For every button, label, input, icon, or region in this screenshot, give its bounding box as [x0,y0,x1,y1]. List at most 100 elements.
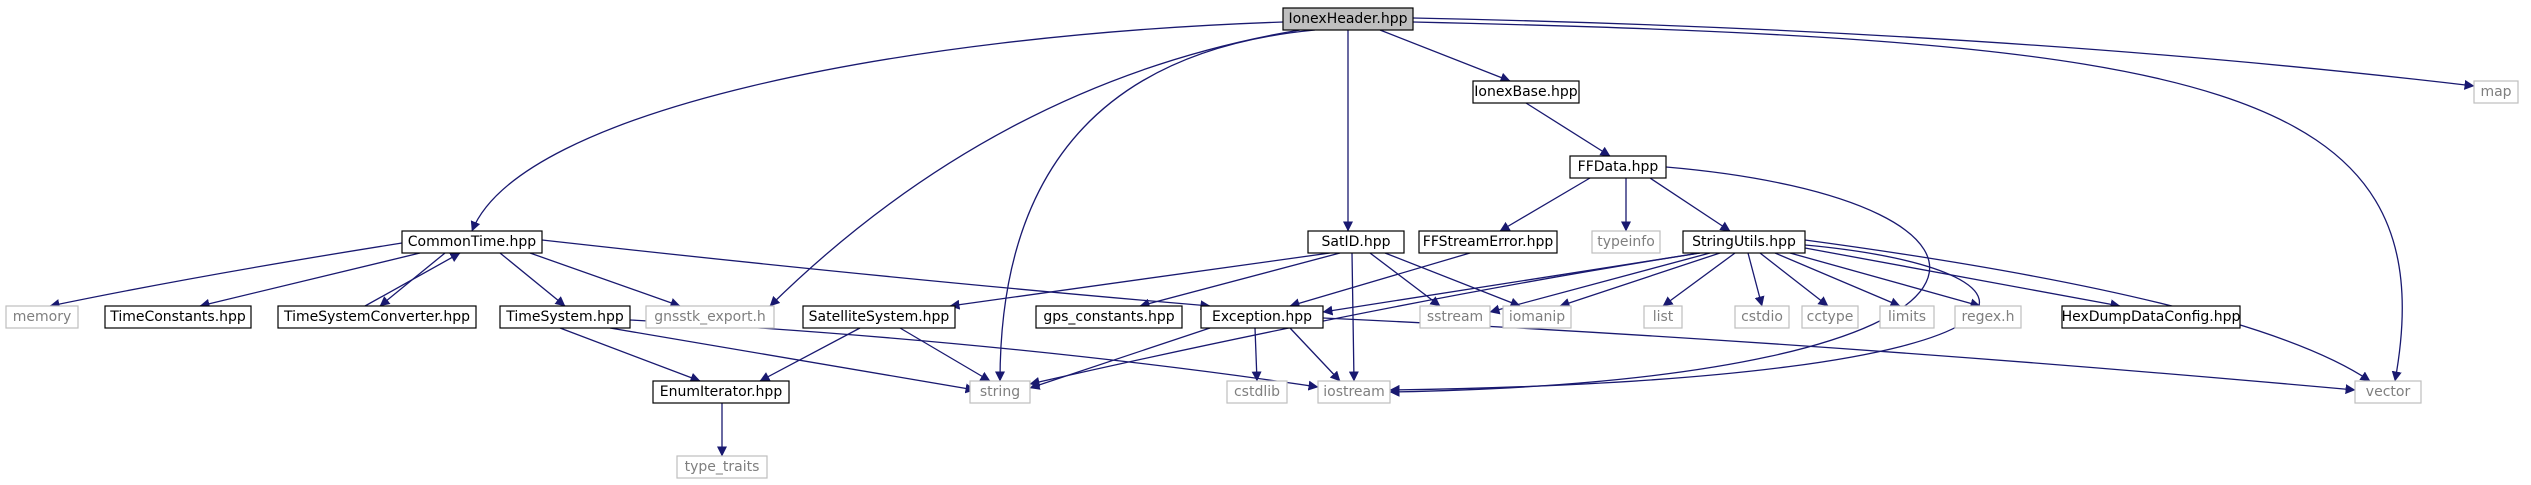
node-label-string: string [980,384,1020,400]
edge-commontime-to-timeconstants [199,252,421,309]
node-label-ionexheader: IonexHeader.hpp [1288,11,1407,27]
node-string: string [969,380,1031,404]
edge-commontime-to-gnsstk_export [529,252,681,308]
edge-stringutils-to-regex [1789,252,1981,309]
node-hexdump[interactable]: HexDumpDataConfig.hpp [2061,305,2241,329]
node-label-timeconstants: TimeConstants.hpp [109,309,246,325]
node-label-typeinfo: typeinfo [1597,234,1655,250]
node-box-iomanip [1502,305,1572,329]
node-gps_constants[interactable]: gps_constants.hpp [1035,305,1183,329]
node-satid[interactable]: SatID.hpp [1307,230,1405,254]
node-box-ionexheader [1282,7,1414,31]
node-box-enumiterator [652,380,790,404]
edge-ionexheader-to-vector [1412,21,2403,382]
node-stringutils[interactable]: StringUtils.hpp [1682,230,1806,254]
edge-stringutils-to-list [1662,252,1736,307]
node-timesystemconverter[interactable]: TimeSystemConverter.hpp [277,305,477,329]
edge-ffdata-to-iostream [1389,166,1931,397]
node-ffdata[interactable]: FFData.hpp [1569,155,1667,179]
node-label-hexdump: HexDumpDataConfig.hpp [2062,309,2241,325]
node-box-satid [1307,230,1405,254]
edge-satid-to-gps_constants [1139,252,1341,309]
edges-layer [49,17,2475,457]
edge-exception-to-string [1029,327,1211,390]
edge-stringutils-to-vector [1804,239,2371,382]
node-type_traits: type_traits [676,455,768,479]
node-label-iomanip: iomanip [1509,309,1565,325]
node-label-commontime: CommonTime.hpp [408,234,537,250]
node-box-exception [1200,305,1324,329]
node-box-cstdio [1734,305,1790,329]
node-label-ionexbase: IonexBase.hpp [1474,84,1578,100]
node-box-timesystemconverter [277,305,477,329]
node-timeconstants[interactable]: TimeConstants.hpp [104,305,252,329]
node-ffstreamerror[interactable]: FFStreamError.hpp [1418,230,1558,254]
node-box-ffdata [1569,155,1667,179]
node-label-ffstreamerror: FFStreamError.hpp [1423,234,1554,250]
node-timesystem[interactable]: TimeSystem.hpp [499,305,631,329]
node-label-gps_constants: gps_constants.hpp [1043,309,1174,325]
node-label-sstream: sstream [1427,309,1483,325]
edge-stringutils-to-iomanip [1559,252,1721,308]
edge-stringutils-to-limits [1774,252,1901,307]
node-list: list [1643,305,1683,329]
node-label-stringutils: StringUtils.hpp [1692,234,1796,250]
node-label-map: map [2480,84,2511,100]
node-exception[interactable]: Exception.hpp [1200,305,1324,329]
node-label-regex: regex.h [1962,309,2015,325]
edge-timesystem-to-iostream [629,319,1319,391]
edge-ionexheader-to-commontime [470,21,1284,232]
edge-timesystem-to-enumiterator [559,327,701,383]
node-label-exception: Exception.hpp [1212,309,1312,325]
edge-exception-to-vector [1322,317,2356,395]
edge-exception-to-iostream [1289,327,1341,382]
edge-ffdata-to-ffstreamerror [1499,177,1591,232]
node-box-cstdlib [1226,380,1288,404]
edge-ionexheader-to-gnsstk_export [769,29,1301,307]
edge-stringutils-to-cstdio [1747,252,1765,307]
edge-exception-to-cstdlib [1251,327,1262,382]
node-label-list: list [1653,309,1674,325]
node-ionexheader[interactable]: IonexHeader.hpp [1282,7,1414,31]
edge-timesystemconverter-to-commontime [364,252,461,307]
edge-stringutils-to-string [1029,252,1701,387]
node-label-satid: SatID.hpp [1322,234,1391,250]
node-enumiterator[interactable]: EnumIterator.hpp [652,380,790,404]
edge-stringutils-to-sstream [1489,252,1711,315]
node-label-cstdio: cstdio [1741,309,1783,325]
node-box-vector [2354,380,2422,404]
edge-commontime-to-exception [541,239,1211,311]
edge-ionexheader-to-ionexbase [1379,29,1511,83]
node-limits: limits [1879,305,1935,329]
node-iostream: iostream [1317,380,1391,404]
node-label-memory: memory [13,309,72,325]
node-regex: regex.h [1954,305,2022,329]
node-box-list [1643,305,1683,329]
node-box-cctype [1801,305,1859,329]
node-label-satellitesystem: SatelliteSystem.hpp [809,309,950,325]
node-gnsstk_export: gnsstk_export.h [645,305,775,329]
node-box-ionexbase [1472,80,1580,104]
node-box-timesystem [499,305,631,329]
node-typeinfo: typeinfo [1591,230,1661,254]
edge-satid-to-iomanip [1384,252,1521,308]
node-label-enumiterator: EnumIterator.hpp [660,384,783,400]
node-box-regex [1954,305,2022,329]
node-box-iostream [1317,380,1391,404]
node-box-stringutils [1682,230,1806,254]
node-box-type_traits [676,455,768,479]
node-label-cstdlib: cstdlib [1234,384,1280,400]
edge-satid-to-iostream [1348,252,1359,382]
node-satellitesystem[interactable]: SatelliteSystem.hpp [802,305,956,329]
node-vector: vector [2354,380,2422,404]
edge-stringutils-to-hexdump [1804,247,2121,310]
node-box-timeconstants [104,305,252,329]
node-box-ffstreamerror [1418,230,1558,254]
edge-timesystem-to-string [609,327,976,394]
node-commontime[interactable]: CommonTime.hpp [401,230,543,254]
node-label-vector: vector [2366,384,2411,400]
edge-satid-to-satellitesystem [949,252,1331,310]
node-box-gnsstk_export [645,305,775,329]
node-ionexbase[interactable]: IonexBase.hpp [1472,80,1580,104]
node-label-ffdata: FFData.hpp [1578,159,1659,175]
